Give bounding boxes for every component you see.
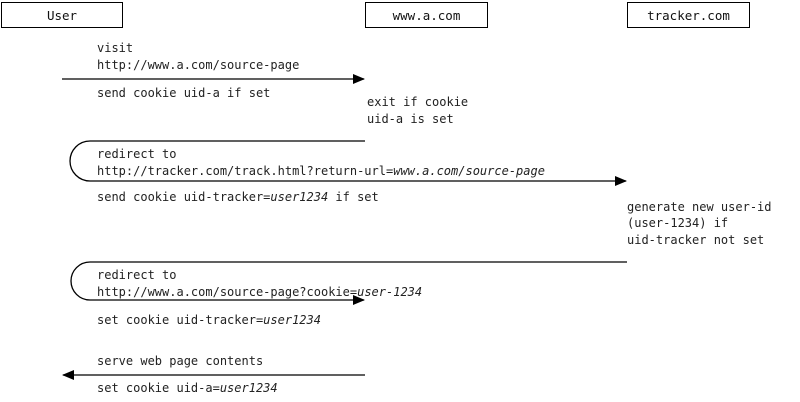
msg-redirect-site-line-1: redirect to xyxy=(97,268,177,282)
url-prefix: http://www.a.com/source-page?cookie= xyxy=(97,285,358,299)
participant-tracker-label: tracker.com xyxy=(647,7,730,23)
msg-redirect-tracker-line-1: redirect to xyxy=(97,147,177,161)
note-value: user1234 xyxy=(263,313,321,327)
msg-redirect-tracker-note: send cookie uid-tracker=user1234 if set xyxy=(97,190,379,204)
note-suffix: if set xyxy=(328,190,379,204)
site-note-line-2: uid-a is set xyxy=(367,112,454,126)
arrow-redirect-to-tracker xyxy=(69,140,627,186)
participant-site-label: www.a.com xyxy=(392,7,461,23)
msg-visit-url: http://www.a.com/source-page xyxy=(97,58,300,72)
msg-redirect-site-note: set cookie uid-tracker=user1234 xyxy=(97,313,321,327)
arrow-redirect-to-site xyxy=(70,261,627,305)
note-value: user1234 xyxy=(270,190,329,204)
msg-serve-line-1: serve web page contents xyxy=(97,354,264,368)
msg-redirect-tracker-url: http://tracker.com/track.html?return-url… xyxy=(97,164,545,178)
site-note-line-1: exit if cookie xyxy=(367,95,469,109)
note-value: user1234 xyxy=(219,381,278,395)
participant-user-label: User xyxy=(46,7,78,23)
tracker-note-line-1: generate new user-id xyxy=(627,200,772,214)
msg-visit-line-1: visit xyxy=(97,41,134,55)
note-prefix: set cookie uid-a= xyxy=(97,381,220,395)
participant-tracker: tracker.com xyxy=(627,2,750,28)
participant-user: User xyxy=(1,2,123,28)
url-prefix: http://tracker.com/track.html?return-url… xyxy=(97,164,394,178)
tracker-note-line-3: uid-tracker not set xyxy=(627,233,765,247)
msg-redirect-site-url: http://www.a.com/source-page?cookie=user… xyxy=(97,285,422,299)
participant-site: www.a.com xyxy=(365,2,488,28)
url-value: www.a.com/source-page xyxy=(393,164,545,178)
note-prefix: set cookie uid-tracker= xyxy=(97,313,264,327)
msg-visit-note: send cookie uid-a if set xyxy=(97,86,271,100)
msg-serve-note: set cookie uid-a=user1234 xyxy=(97,381,278,395)
tracker-note-line-2: (user-1234) if xyxy=(627,216,729,230)
note-prefix: send cookie uid-tracker= xyxy=(97,190,271,204)
url-value: user-1234 xyxy=(357,285,423,299)
